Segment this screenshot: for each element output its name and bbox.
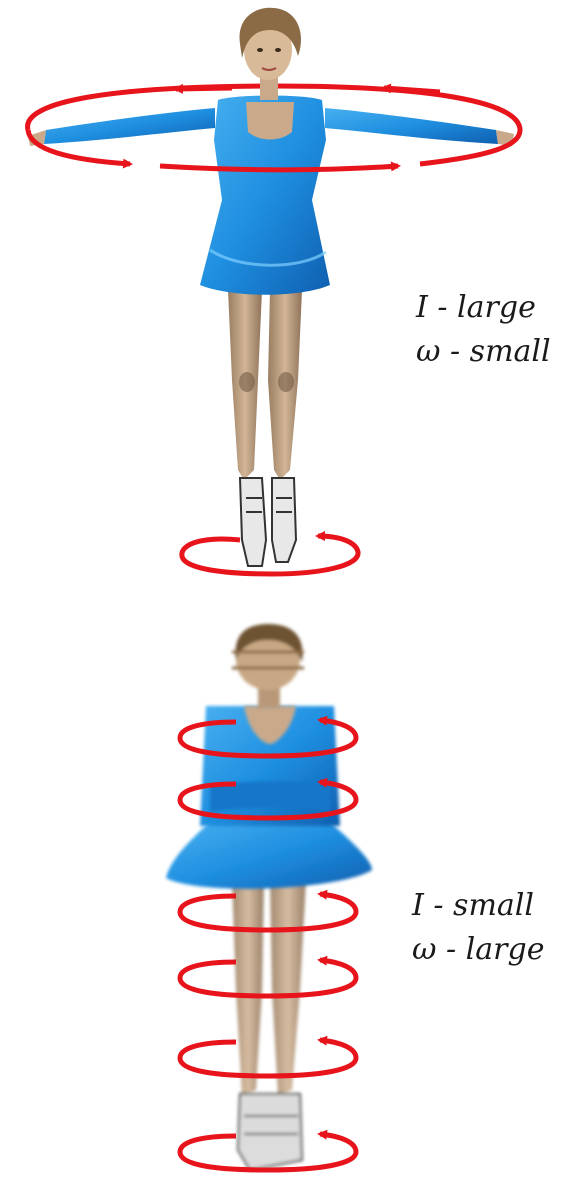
omega-large-text: ω - large [412,928,544,972]
rotation-ring-hips [180,894,356,930]
rotation-arrow-back-left [176,88,232,89]
skater-skates-spinning [238,1094,302,1170]
label-bottom-small-inertia: I - small ω - large [412,884,544,972]
inertia-large-text: I - large [416,286,551,330]
skater-skates [240,478,296,566]
skater-head-spinning [232,624,304,708]
skater-legs-spinning [232,880,306,1096]
rotation-ring-shins [180,1040,356,1076]
rotation-ring-knees [180,960,356,996]
skater-legs [228,290,302,480]
inertia-small-text: I - small [412,884,544,928]
skater-dress [200,96,330,295]
skater-skirt-spinning [166,822,372,889]
label-top-large-inertia: I - large ω - small [416,286,551,374]
omega-small-text: ω - small [416,330,551,374]
rotation-ring-feet-top [182,536,358,574]
skater-arms-folded [166,624,372,1170]
